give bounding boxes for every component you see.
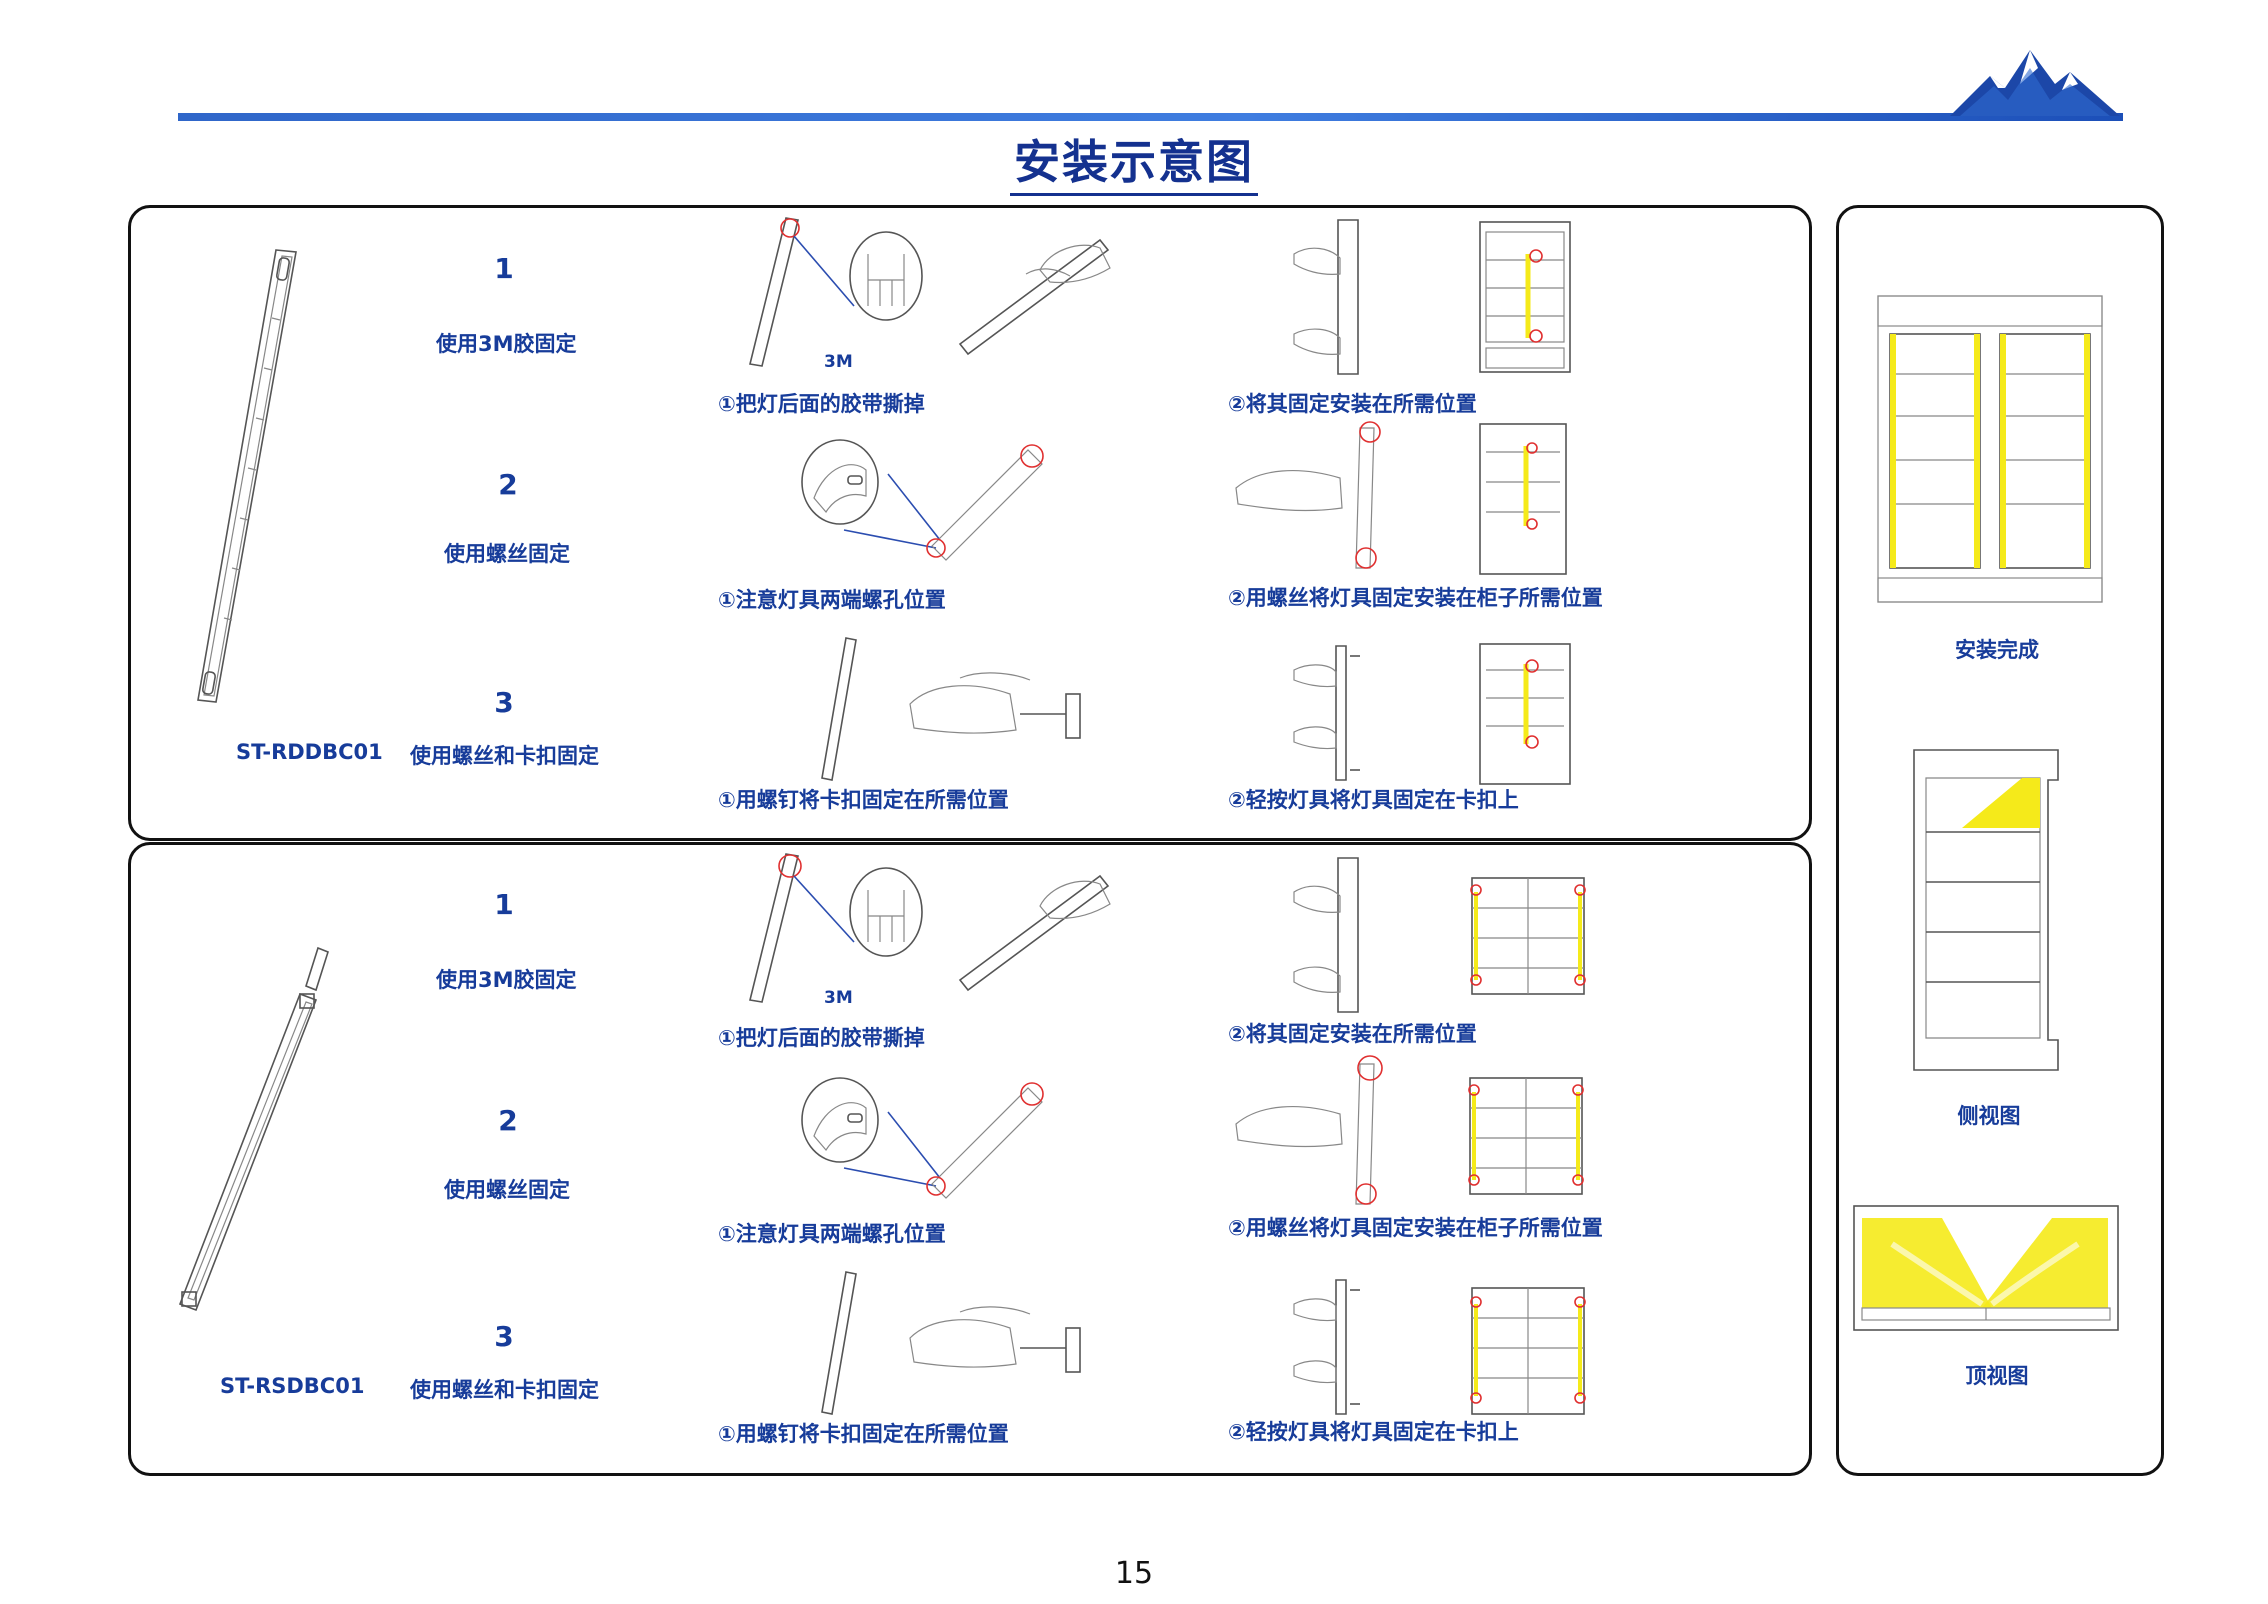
step-one-caption: ①用螺钉将卡扣固定在所需位置 [718,1422,1009,1446]
step-one-caption: ①把灯后面的胶带撕掉 [718,1026,925,1050]
method-label: 使用3M胶固定 [436,332,577,356]
side-view-label: 侧视图 [1957,1104,2021,1128]
model-code: ST-RSDBC01 [220,1374,365,1398]
screw-mount-illustration [1235,1055,1584,1205]
screw-hole-illustration [801,1077,1044,1199]
method-label: 使用螺丝固定 [444,542,570,566]
mount-position-illustration [1293,857,1586,1013]
model-code: ST-RDDBC01 [236,740,383,764]
side-view-drawing [1913,749,2059,1071]
clip-press-illustration [1293,1279,1586,1415]
mount-position-illustration [1293,219,1571,375]
step-two-caption: ②将其固定安装在所需位置 [1228,1022,1477,1046]
section-rsdbc01 [128,842,1812,1476]
method-label: 使用螺丝固定 [444,1178,570,1202]
clip-press-illustration [1293,643,1571,785]
method-number: 2 [498,468,518,501]
step-two-caption: ②用螺丝将灯具固定安装在柜子所需位置 [1228,1216,1603,1240]
screw-hole-illustration [801,439,1044,561]
step-two-caption: ②轻按灯具将灯具固定在卡扣上 [1228,788,1519,812]
step-two-caption: ②将其固定安装在所需位置 [1228,392,1477,416]
method-number: 1 [494,888,514,921]
clip-screw-illustration [821,1271,1081,1415]
step-two-caption: ②轻按灯具将灯具固定在卡扣上 [1228,1420,1519,1444]
mountain-logo-icon [1950,50,2120,116]
step-one-caption: ①注意灯具两端螺孔位置 [718,588,946,612]
method-label: 使用3M胶固定 [436,968,577,992]
header-divider [178,113,2123,121]
page-number: 15 [1114,1556,1154,1591]
method-number: 1 [494,252,514,285]
screw-mount-illustration [1235,421,1567,575]
method-number: 3 [494,686,514,719]
step-one-caption: ①把灯后面的胶带撕掉 [718,392,925,416]
product-strip-rsdbc01-drawing [178,946,329,1312]
page-title: 安装示意图 [0,126,2268,196]
step-two-caption: ②用螺丝将灯具固定安装在柜子所需位置 [1228,586,1603,610]
method-label: 使用螺丝和卡扣固定 [410,744,599,768]
clip-screw-illustration [821,637,1081,781]
top-view-label: 顶视图 [1965,1364,2029,1388]
step-one-caption: ①注意灯具两端螺孔位置 [718,1222,946,1246]
step-one-caption: ①用螺钉将卡扣固定在所需位置 [718,788,1009,812]
peel-tape-illustration [749,853,1111,1003]
installed-cabinet-front-drawing [1877,295,2103,603]
method-label: 使用螺丝和卡扣固定 [410,1378,599,1402]
installed-label: 安装完成 [1955,638,2039,662]
tape-tag: 3M [824,988,853,1008]
section-rddbc01 [128,205,1812,841]
tape-tag: 3M [824,352,853,372]
peel-tape-illustration [749,217,1111,367]
top-view-drawing [1853,1205,2119,1331]
product-strip-rddbc01-drawing [197,249,297,703]
method-number: 3 [494,1320,514,1353]
method-number: 2 [498,1104,518,1137]
